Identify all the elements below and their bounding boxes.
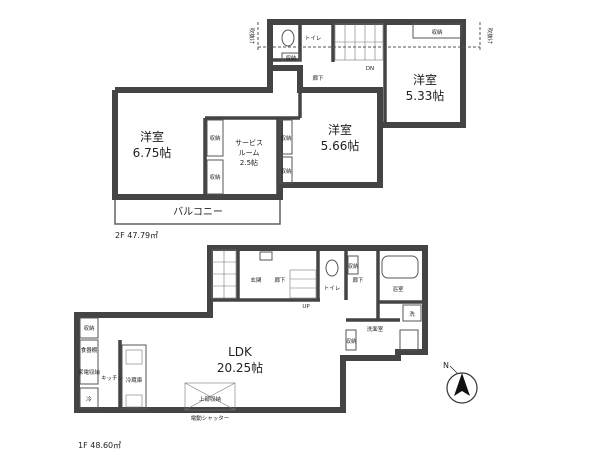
closet-1f-hall [347, 255, 359, 275]
kitchen-sink [125, 349, 143, 365]
side-small-4: 冷蔵庫 [126, 376, 143, 384]
left-closet [79, 317, 99, 339]
room-2f-western-a-name: 洋室 [140, 129, 164, 144]
shutter-label: 電動シャッター [191, 414, 230, 422]
stair-2f [334, 23, 384, 61]
ceiling-storage-box [184, 382, 236, 411]
balcony-label: バルコニー [173, 206, 223, 218]
side-small-2: 家電収納 [78, 368, 101, 376]
fridge-box [79, 387, 99, 409]
stair-1f [211, 249, 317, 299]
closet-1f-genkan [259, 251, 273, 261]
stair-up-label: UP [302, 304, 310, 310]
room-2f-western-b-size: 5.66帖 [321, 138, 360, 153]
floor1-area-label: 1F 48.60㎡ [78, 441, 121, 450]
closet-c-label: 収納 [431, 28, 443, 36]
floor2-upper-wall [267, 19, 466, 128]
ceiling-storage-label: 上部収納 [199, 395, 222, 403]
closet-a1 [206, 119, 224, 157]
hall-1f-label: 廊下 [274, 276, 286, 284]
kitchen-counter [121, 344, 147, 410]
closet-hall [281, 52, 301, 62]
room-2f-service-line2: ルーム [239, 149, 260, 157]
closet-a1-label: 収納 [209, 134, 221, 142]
room-1f-ldk-size: 20.25帖 [217, 360, 263, 375]
floor1-outer-wall [74, 245, 428, 413]
toilet-fixture-1f [325, 259, 339, 277]
washer-label: 洗 [409, 310, 415, 318]
side-small-3: キッチン [101, 375, 124, 382]
fukinuke-label-right: 吹抜け [486, 28, 494, 45]
closet-a2 [206, 159, 224, 195]
closet-hall-label: 収納 [285, 54, 297, 62]
washbasin [399, 329, 419, 351]
room-2f-western-b-name: 洋室 [328, 122, 352, 137]
closet-c [412, 23, 462, 39]
toilet-1f-label: トイレ [324, 286, 341, 292]
wall-toilet [270, 22, 302, 62]
toilet-2f-label: トイレ [305, 36, 322, 42]
toilet-fixture-2f [281, 29, 295, 47]
room-1f-ldk-name: LDK [228, 345, 253, 359]
washroom-label: 洗面室 [367, 325, 384, 333]
closet-b2-label: 収納 [280, 167, 292, 175]
floor-2 [112, 19, 481, 225]
kitchen-stove [125, 394, 143, 408]
closet-1f-hall-label: 収納 [347, 262, 359, 270]
closet-b1-label: 収納 [280, 134, 292, 142]
room-2f-western-a-size: 6.75帖 [133, 145, 172, 160]
compass-icon [446, 365, 478, 404]
room-2f-western-c-size: 5.33帖 [406, 88, 445, 103]
left-cabinet [79, 339, 99, 385]
closet-1f-wash-label: 収納 [345, 337, 357, 345]
bathtub [381, 255, 419, 279]
floor2-outer-wall-top [115, 65, 383, 188]
compass-north-label: N [443, 361, 449, 370]
closet-1f-left-label: 収納 [83, 324, 95, 332]
bath-label: 浴室 [392, 285, 404, 293]
closet-a2-label: 収納 [209, 173, 221, 181]
floor-1 [74, 245, 428, 413]
side-small-1: 食器棚 [81, 346, 98, 354]
washer-box [402, 304, 422, 322]
closet-b2 [279, 156, 293, 184]
fukinuke-label-left: 吹抜け [248, 28, 256, 45]
hall-2f-label: 廊下 [312, 74, 324, 82]
hall-1f-label-2: 廊下 [352, 276, 364, 284]
floor2-area-label: 2F 47.79㎡ [115, 231, 158, 240]
room-2f-western-c-name: 洋室 [413, 72, 437, 87]
room-2f-service-line1: サービス [235, 138, 263, 147]
fridge-label: 冷 [86, 395, 92, 403]
closet-b1 [279, 119, 293, 155]
genkan-label: 玄関 [250, 276, 262, 284]
closet-1f-wash [345, 329, 357, 351]
room-2f-service-size: 2.5帖 [240, 158, 258, 167]
stair-dn-label: DN [366, 66, 374, 72]
